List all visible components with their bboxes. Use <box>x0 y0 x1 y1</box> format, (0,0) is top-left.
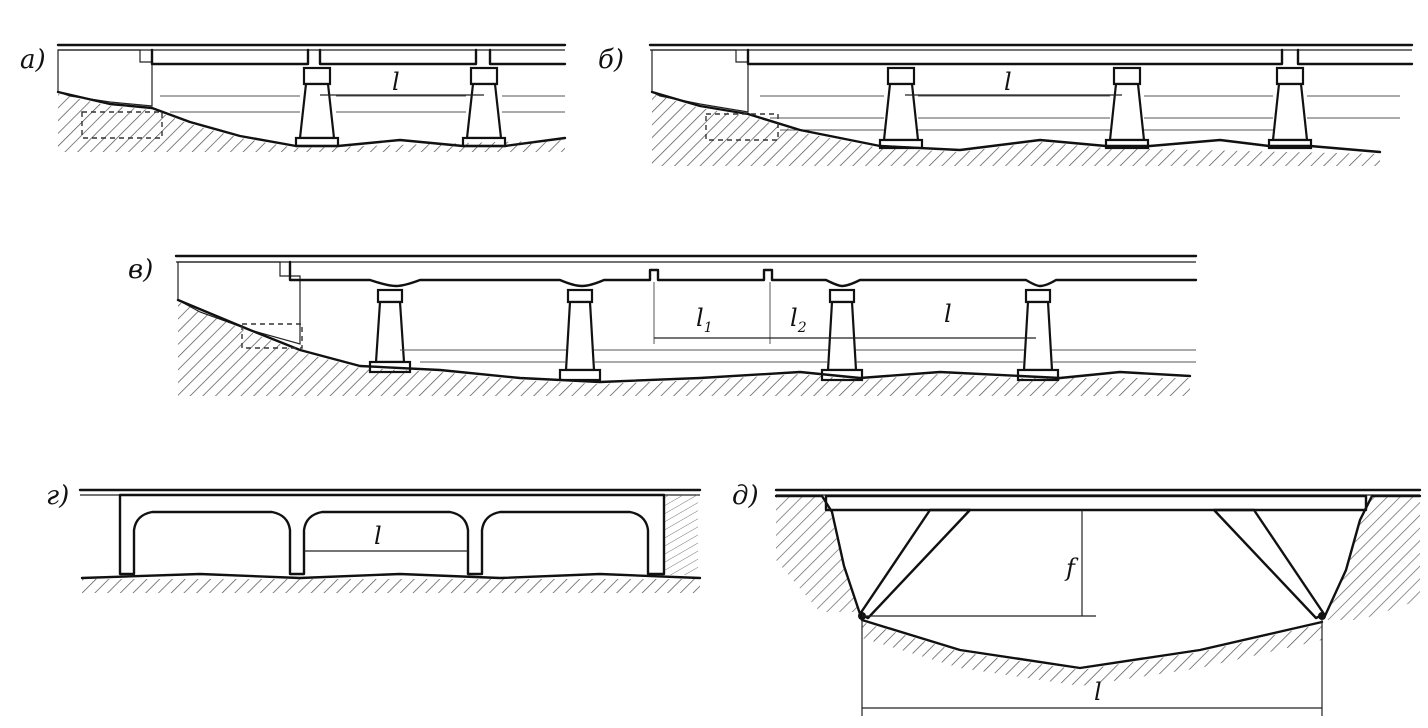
ground-line <box>860 618 1324 670</box>
water-surface <box>400 349 1196 363</box>
bank-right <box>1324 496 1420 620</box>
bank-left <box>776 496 860 612</box>
pier <box>461 66 507 148</box>
deck-span <box>318 48 478 66</box>
dimension-l: l <box>374 522 382 550</box>
water-surface <box>760 95 1400 131</box>
panel-d: д) f l <box>732 481 1422 716</box>
pier <box>294 66 340 148</box>
strut-right <box>1212 508 1326 620</box>
pier <box>558 288 602 382</box>
panel-v: в) l1 <box>128 254 1198 396</box>
pier <box>1104 66 1150 150</box>
panel-g-label: г) <box>46 481 69 511</box>
rigid-frame <box>118 493 666 576</box>
ground-hatch <box>652 94 1380 166</box>
pier <box>820 288 864 382</box>
bank-line-right <box>1322 494 1422 620</box>
panel-d-label: д) <box>732 481 759 511</box>
deck-span <box>488 48 567 66</box>
dimension-l: l <box>944 300 952 328</box>
dimension-l: l <box>392 68 400 96</box>
ground-line <box>176 298 1192 384</box>
ground-hatch <box>862 622 1322 686</box>
pier <box>878 66 924 150</box>
abutment-hatch <box>664 495 698 575</box>
strut-left <box>858 508 972 620</box>
ground-hatch <box>82 579 700 593</box>
panel-v-label: в) <box>128 255 153 285</box>
deck-continuous <box>746 48 1284 66</box>
water-surface <box>160 95 565 113</box>
ground-line <box>650 90 1382 154</box>
pier <box>1267 66 1313 150</box>
panel-a: а) l <box>20 43 567 152</box>
foundation-outline <box>81 111 163 139</box>
deck <box>824 494 1368 512</box>
bank-line-left <box>774 494 862 616</box>
ground-hatch <box>178 302 1190 396</box>
dimension-l: l <box>1004 68 1012 96</box>
panel-b: б) l <box>598 43 1414 166</box>
pier <box>1016 288 1060 382</box>
ground-line <box>80 572 702 580</box>
ground-hatch <box>58 94 565 152</box>
panel-g: г) l <box>46 481 702 593</box>
panel-a-label: а) <box>20 45 46 75</box>
dimension-l: l <box>1094 678 1102 706</box>
panel-b-label: б) <box>598 45 624 75</box>
deck-span <box>150 48 310 66</box>
deck-cantilever <box>288 260 1198 288</box>
pier <box>368 288 412 374</box>
hinge-right <box>1318 612 1326 620</box>
foundation-outline <box>241 323 303 349</box>
dimension-l2: l2 <box>790 304 807 336</box>
deck-span <box>1296 48 1414 66</box>
foundation-outline <box>705 113 779 141</box>
dimension-l1: l1 <box>696 304 713 336</box>
dimension-f: f <box>1064 554 1079 582</box>
